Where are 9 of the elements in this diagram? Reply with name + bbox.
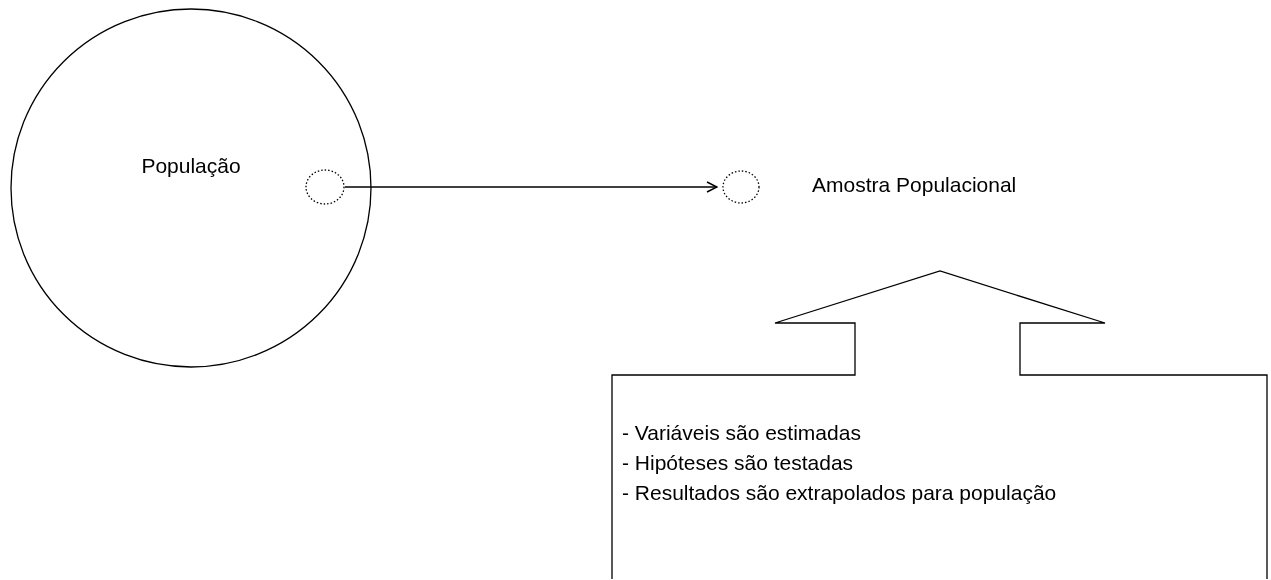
circle-label: População: [140, 153, 242, 179]
arrow: [344, 181, 718, 193]
dotted-circle: [722, 170, 760, 204]
node-label: Amostra Populacional: [812, 172, 1017, 198]
bullet-text: - Hipóteses são testadas: [622, 450, 854, 476]
population-circle: [10, 8, 372, 368]
bullet-text: - Variáveis são estimadas: [622, 420, 861, 446]
dotted-circle: [305, 169, 345, 205]
bullet-text: - Resultados são extrapolados para população: [622, 480, 1057, 506]
